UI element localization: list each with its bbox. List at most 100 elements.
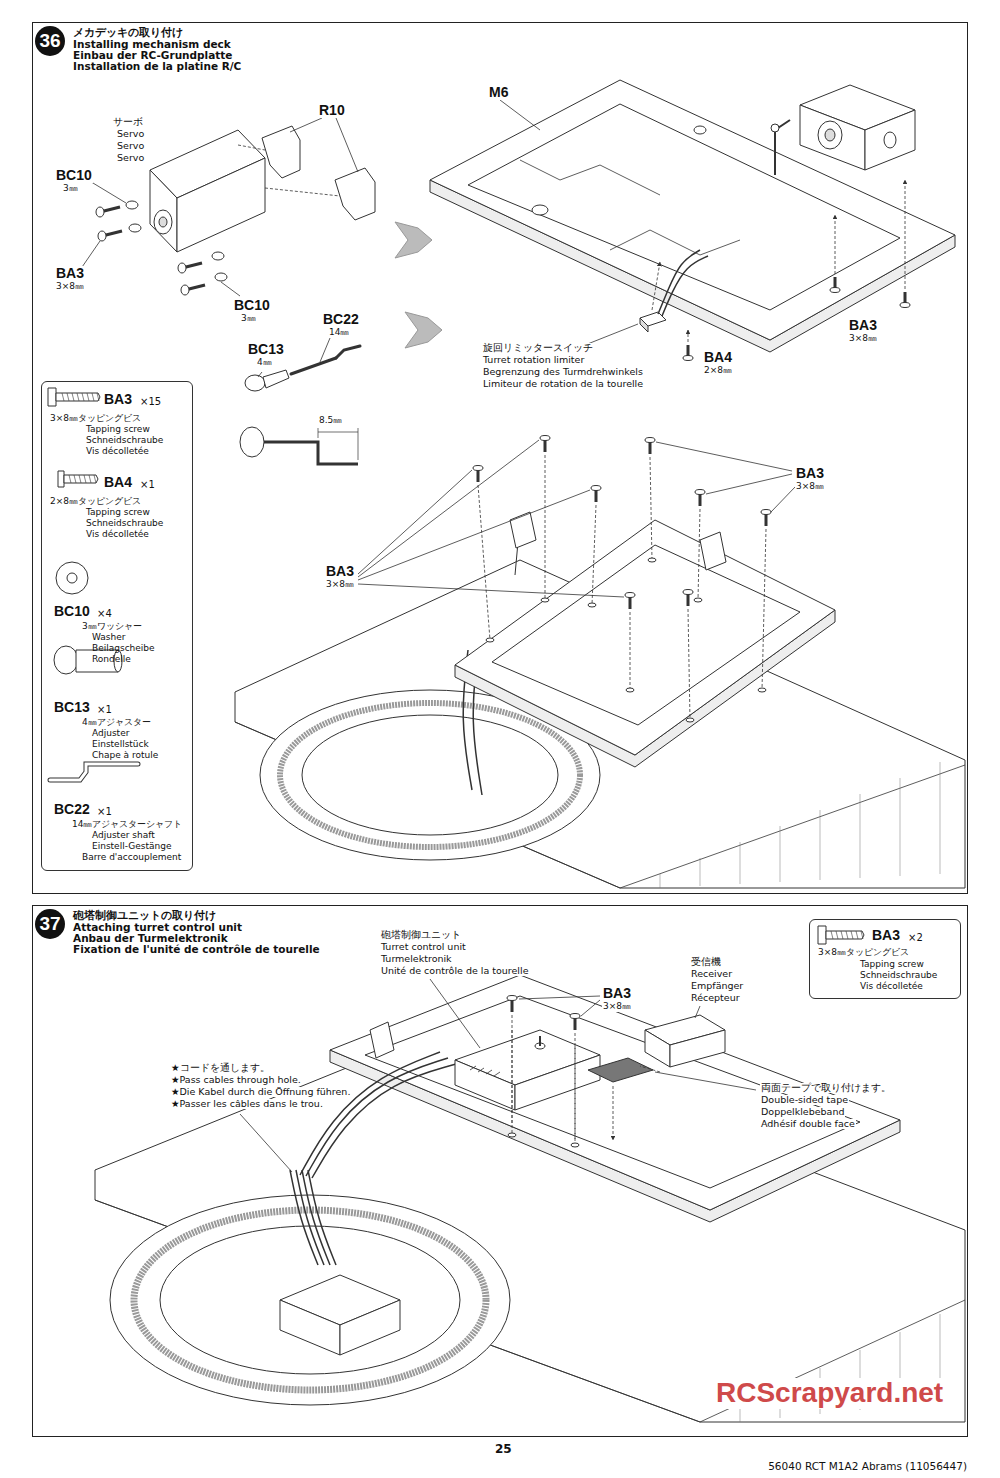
screw: [511, 1000, 514, 1012]
screw-hole: [686, 718, 694, 722]
illustration-part: [215, 273, 227, 281]
guide-line: [762, 529, 766, 690]
guide-line: [592, 505, 596, 605]
part-description: Chape à rotule: [92, 751, 158, 761]
part-description: Schneidschraube: [86, 519, 163, 529]
leader-line: [258, 372, 262, 377]
illustration-part: [700, 532, 726, 570]
screw-icon: [64, 475, 98, 483]
callout-text: Servo: [116, 141, 145, 151]
part-code: BC10: [233, 298, 271, 313]
illustration-line: [820, 1368, 821, 1414]
illustration-line: [613, 1086, 614, 1140]
screw: [595, 490, 598, 502]
thread: [62, 393, 64, 401]
bracket: [262, 126, 300, 178]
part-description: Adjuster: [92, 729, 129, 739]
leader-line: [80, 241, 100, 270]
screw-icon: [818, 926, 826, 944]
screw-hole: [648, 558, 656, 562]
wire: [308, 1170, 336, 1265]
screw: [687, 594, 690, 606]
screw-hole: [486, 638, 494, 642]
screw: [699, 494, 702, 506]
bracket: [335, 168, 375, 220]
screw-icon: [48, 388, 56, 406]
screw-head: [98, 231, 106, 241]
illustration-part: [884, 132, 896, 148]
adjuster-icon: [76, 650, 118, 672]
screw-head: [178, 263, 186, 273]
part-description: Schneidschraube: [860, 971, 937, 981]
screw: [544, 440, 547, 452]
screw: [574, 1018, 577, 1030]
screw-head: [570, 1014, 580, 1019]
callout-text: サーボ: [112, 117, 144, 127]
turret-gear: [280, 703, 580, 847]
part-code: BA3: [872, 928, 900, 943]
leader-line: [519, 996, 600, 999]
leader-line: [320, 338, 330, 362]
callout-text: Doppelklebeband: [760, 1107, 845, 1117]
washer-icon: [56, 562, 88, 594]
dimension-line: [358, 428, 359, 460]
illustration-line: [660, 874, 661, 888]
callout-text: Limiteur de rotation de la tourelle: [482, 379, 644, 389]
part-description: Vis décolletée: [86, 447, 149, 457]
illustration-line: [780, 1386, 781, 1418]
servo: [177, 158, 265, 252]
leader-line: [358, 490, 590, 580]
leader-line: [88, 180, 126, 203]
callout-text: ★Pass cables through hole.: [170, 1075, 302, 1085]
dimension: 8.5㎜: [318, 416, 343, 426]
servo-gear: [154, 210, 172, 234]
step-panel: BA3×153×8㎜タッピングビスTapping screwSchneidsch…: [32, 22, 968, 894]
illustration-line: [652, 262, 660, 310]
illustration-line: [700, 1300, 965, 1422]
screw-icon: [58, 471, 64, 487]
screw-hole: [626, 688, 634, 692]
callout-text: 砲塔制御ユニット: [380, 930, 462, 940]
deck: [492, 545, 800, 725]
part-code: BC22: [54, 802, 90, 817]
thread: [846, 931, 848, 939]
illustration-line: [740, 1404, 741, 1422]
receiver: [645, 1030, 670, 1067]
thread: [856, 931, 858, 939]
callout-text: Récepteur: [690, 993, 741, 1003]
part-code: BA4: [703, 350, 733, 365]
step-title: Einbau der RC-Grundplatte: [73, 50, 232, 62]
guide-arrow: [835, 215, 836, 274]
thread: [836, 931, 838, 939]
part-code: BC13: [247, 342, 285, 357]
thread: [87, 393, 89, 401]
screw-hole: [541, 598, 549, 602]
leader-line: [695, 1006, 700, 1018]
wire: [658, 250, 700, 314]
dimension: 4㎜: [256, 358, 273, 368]
watermark: RCScrapyard.net: [715, 1378, 944, 1409]
thread: [92, 393, 94, 401]
part-code: BC10: [54, 604, 90, 619]
control-unit: [455, 1060, 515, 1110]
screw-head: [96, 207, 104, 217]
receiver: [670, 1030, 725, 1067]
part-code: BA3: [795, 466, 825, 481]
step-arrow: [395, 222, 432, 258]
leader-line: [358, 440, 539, 577]
part-description: 14㎜アジャスターシャフト: [72, 820, 182, 830]
part-code: BC13: [54, 700, 90, 715]
servo: [150, 170, 177, 252]
parts-list-box: BA3×23×8㎜タッピングビスTapping screwSchneidschr…: [809, 919, 961, 999]
thread: [72, 393, 74, 401]
page-number: 25: [494, 1443, 513, 1456]
screw-icon: [826, 931, 864, 939]
guide-line: [698, 509, 700, 600]
wire: [662, 256, 708, 316]
part-description: 2×8㎜タッピングビス: [50, 497, 141, 507]
thread: [69, 475, 71, 483]
part-description: 3㎜ワッシャー: [82, 622, 142, 632]
screw-head: [695, 490, 705, 495]
washer-icon: [67, 573, 77, 583]
part-quantity: ×15: [140, 396, 161, 407]
